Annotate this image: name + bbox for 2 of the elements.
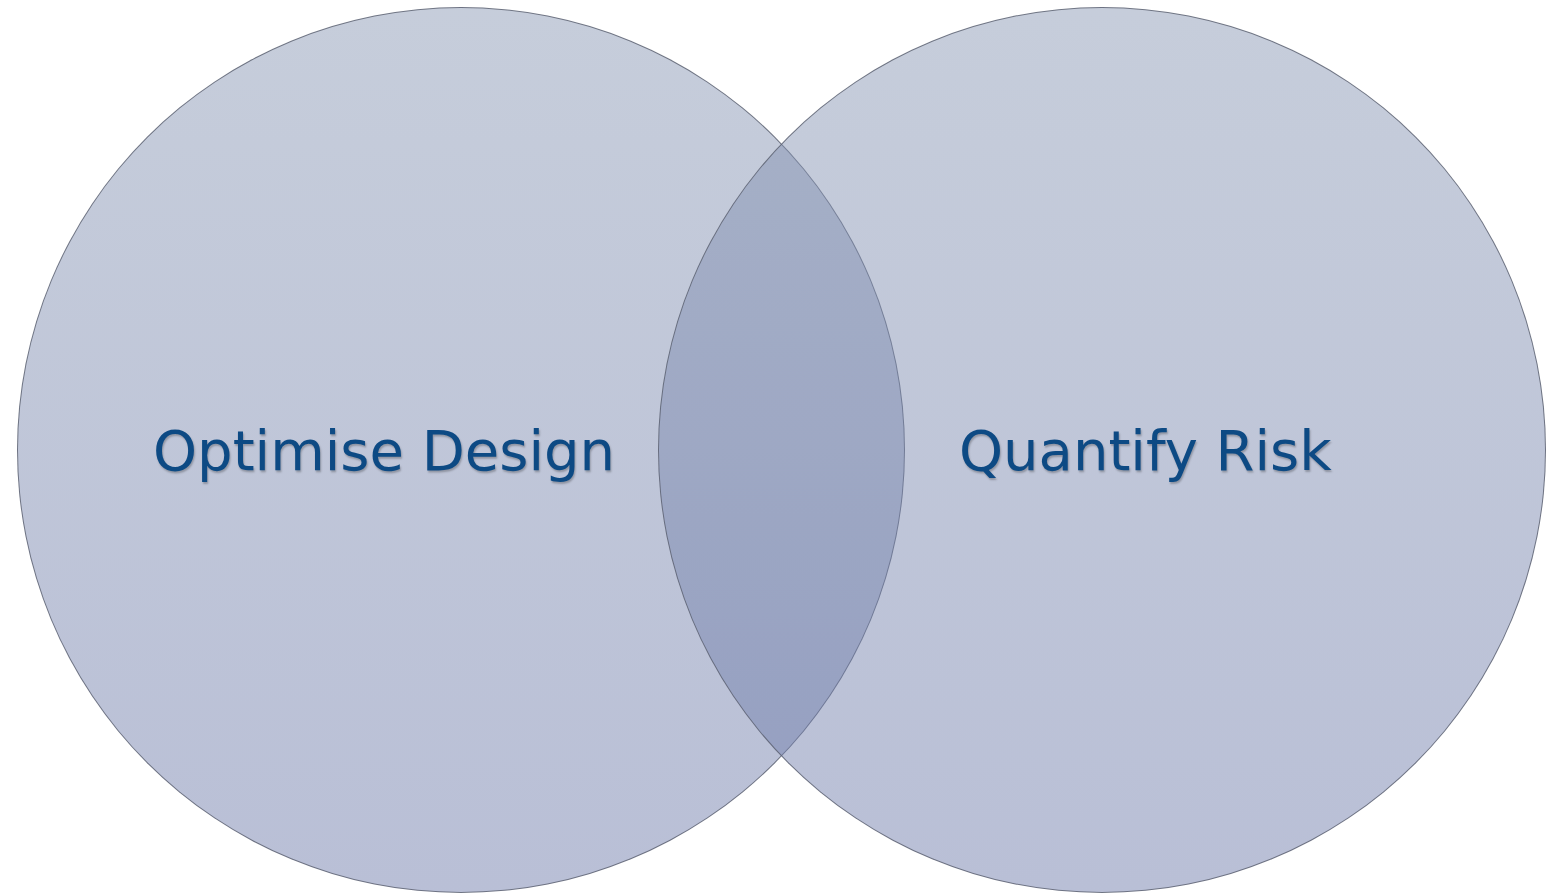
circle-label: Quantify Risk	[959, 417, 1332, 483]
circle-label: Optimise Design	[153, 417, 616, 483]
